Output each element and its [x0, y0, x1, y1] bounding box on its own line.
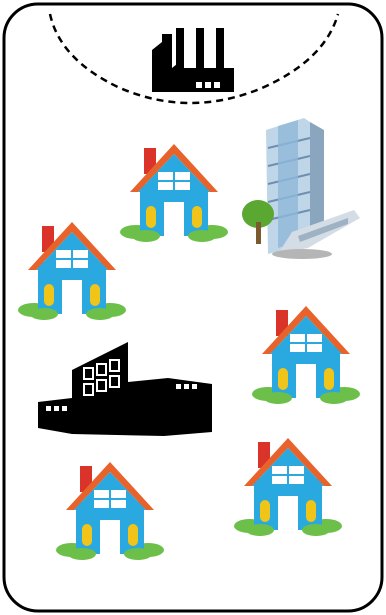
house-icon [116, 140, 232, 245]
house-icon [230, 434, 346, 539]
office-building-icon [238, 114, 362, 264]
house-icon [14, 218, 130, 323]
factory-icon [152, 24, 238, 92]
house-icon [52, 458, 168, 563]
house-icon [248, 302, 364, 407]
warehouse-icon [36, 340, 216, 440]
